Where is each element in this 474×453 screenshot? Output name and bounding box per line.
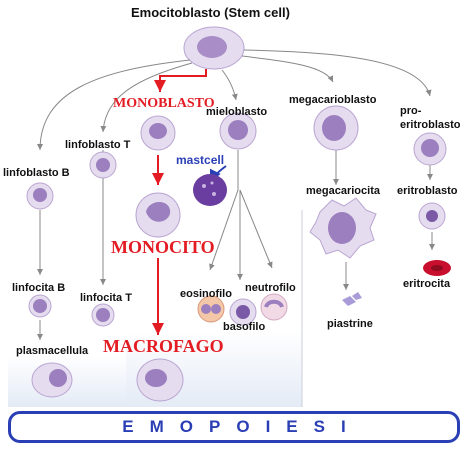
eritroblasto-label: eritroblasto (397, 185, 458, 197)
arrow-to-monoblasto (154, 69, 207, 92)
eosinofilo-cell (197, 295, 225, 323)
macrofago-cell (136, 358, 184, 402)
linfocita-b-label: linfocita B (12, 282, 66, 294)
neutrofilo-cell (260, 293, 288, 321)
neutrofilo-label: neutrofilo (245, 282, 296, 294)
linfoblasto-t-cell (89, 151, 117, 179)
eritroblasto-cell (418, 202, 446, 230)
basofilo-label: basofilo (223, 321, 266, 333)
eritrocita-label: eritrocita (403, 278, 451, 290)
linfoblasto-t-label: linfoblasto T (65, 139, 131, 151)
piastrine-shape (342, 292, 362, 306)
arrow-to-linfoblasto-b (37, 59, 191, 151)
mieloblasto-label: mieloblasto (206, 106, 268, 118)
plasmacellula-cell (31, 362, 73, 398)
megacarioblasto-cell (313, 105, 359, 151)
basofilo-cell (229, 298, 257, 326)
plasmacellula-label: plasmacellula (16, 345, 89, 357)
eritrocita-cell (423, 260, 451, 276)
linfocita-t-label: linfocita T (80, 292, 132, 304)
pro-eritroblasto-label-line1: pro- (400, 105, 422, 117)
linfocita-b-cell (28, 294, 52, 318)
arrow-to-megacarioblasto (241, 55, 334, 83)
stem-cell-title: Emocitoblasto (Stem cell) (131, 5, 290, 20)
arrow-to-linfoblasto-t (100, 62, 193, 133)
pro-eritroblasto-label-line2: eritroblasto (400, 119, 461, 131)
eosinofilo-label: eosinofilo (180, 288, 232, 300)
mastcell-cell (193, 174, 227, 206)
piastrine-label: piastrine (327, 318, 373, 330)
macrofago-label: MACROFAGO (103, 336, 224, 356)
megacariocita-cell (309, 197, 377, 259)
monocito-label: MONOCITO (111, 237, 215, 257)
arrow-to-proeritroblasto (243, 49, 432, 97)
arrow-to-mieloblasto (221, 69, 238, 101)
proeritroblasto-cell (413, 132, 447, 166)
megacariocita-label: megacariocita (306, 185, 380, 197)
megacarioblasto-label: megacarioblasto (289, 94, 377, 106)
emopoiesi-banner: EMOPOIESI (8, 411, 460, 443)
linfoblasto-b-cell (26, 182, 54, 210)
linfoblasto-b-label: linfoblasto B (3, 167, 70, 179)
monoblasto-label: MONOBLASTO (113, 96, 215, 111)
monoblasto-cell (140, 115, 176, 151)
banner-text: EMOPOIESI (122, 417, 362, 436)
mastcell-label: mastcell (176, 153, 225, 167)
linfocita-t-cell (91, 303, 115, 327)
mieloblasto-cell (219, 112, 257, 150)
stem-cell (183, 26, 245, 70)
monocito-cell (135, 192, 181, 238)
